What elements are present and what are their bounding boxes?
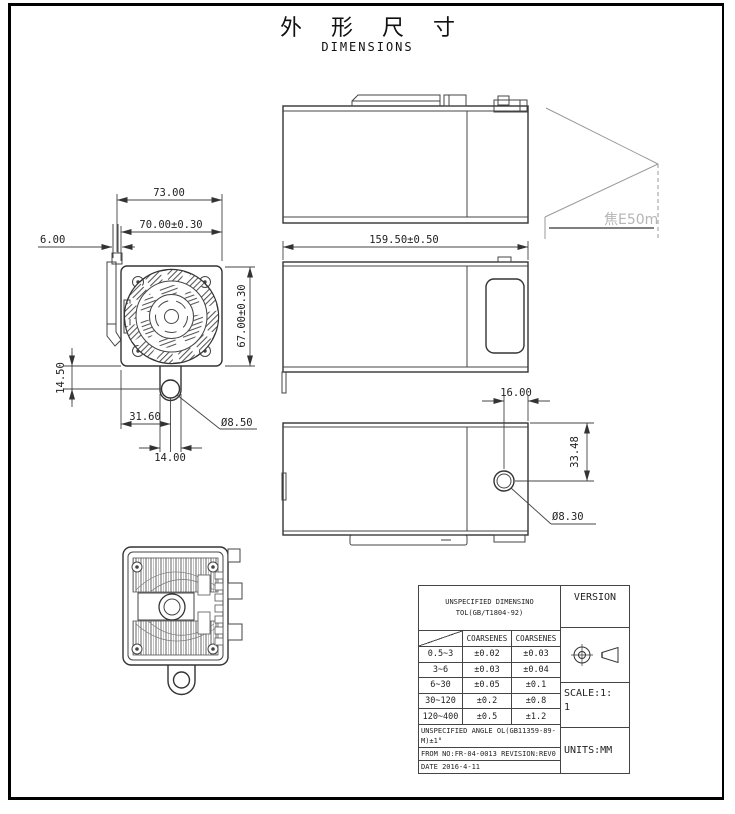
dim-front-hole-dia-label: Ø8.50 (221, 417, 253, 429)
cone-symbol-icon (600, 646, 618, 664)
tolerance-table-right: VERSION SCALE:1:1 UNITS:MM (561, 586, 629, 773)
dim-bottom-hole-dia-label: Ø8.30 (552, 511, 584, 523)
rear-tab (167, 665, 196, 696)
range-cell: 3~6 (419, 662, 463, 678)
front-clip (111, 252, 123, 265)
top-rail (351, 94, 441, 106)
tol-cell: ±0.2 (463, 693, 512, 709)
dim-bottom-hole-x-label: 16.00 (500, 387, 532, 399)
units-label: UNITS:MM (564, 745, 613, 756)
tol-cell: ±0.8 (525, 696, 547, 707)
terminal-block (197, 571, 224, 646)
dim-front-hole-offset-x: 31.60 (120, 370, 171, 452)
tol-cell: ±0.05 (463, 678, 512, 693)
dim-front-outer-width: 73.00 (116, 187, 223, 261)
column-header-coarse-1: COARSENES (463, 631, 512, 646)
version-label: VERSION (561, 586, 629, 628)
bottom-vent (132, 620, 219, 656)
range-cell: 30~120 (419, 693, 463, 709)
tol-cell: ±0.03 (523, 649, 549, 660)
dim-side-length-label: 159.50±0.50 (369, 234, 439, 246)
tol-cell: ±1.2 (525, 711, 547, 722)
dim-front-hole-dia: Ø8.50 (176, 394, 257, 430)
projection-symbols (561, 628, 629, 683)
tolerance-row: 6~30 ±0.05 ±0.1 (419, 678, 560, 694)
front-view (106, 224, 223, 402)
bottom-view (281, 422, 529, 546)
side-view (281, 256, 529, 394)
tolerance-column-headers: COARSENES COARSENES (419, 631, 560, 647)
page-border (8, 3, 724, 800)
projection-arrow-watermark: 焦E50m (544, 107, 659, 241)
tol-cell: ±0.1 (525, 680, 547, 691)
dim-front-clip-offset-label: 6.00 (40, 234, 65, 246)
dim-front-tab-width: 14.00 (139, 394, 202, 464)
diagonal-cell (419, 631, 463, 646)
dim-bottom-hole-y: 33.48 (515, 422, 594, 482)
angle-tolerance-note: UNSPECIFIED ANGLE OL(GB11359-89-M)±1° (419, 725, 560, 748)
dim-front-tab-drop: 14.50 (55, 348, 161, 407)
dim-front-height-label: 67.00±0.30 (236, 284, 248, 347)
dim-bottom-hole-x: 16.00 (482, 387, 550, 469)
dim-bottom-hole-y-label: 33.48 (569, 436, 581, 468)
tol-cell: ±0.03 (463, 662, 512, 678)
dim-bottom-hole-dia: Ø8.30 (510, 487, 596, 525)
rear-tab-hole (172, 671, 191, 689)
top-view (282, 94, 529, 224)
rear-view (122, 546, 243, 696)
rear-lens (158, 593, 186, 621)
column-header-coarse-2: COARSENES (515, 634, 557, 643)
range-cell: 6~30 (419, 678, 463, 693)
tolerance-row: 120~400 ±0.5 ±1.2 (419, 709, 560, 725)
tolerance-table: UNSPECIFIED DIMENSINO TOL(GB/T1804-92) C… (418, 585, 630, 774)
top-clip (493, 99, 528, 113)
tol-cell: ±0.02 (463, 647, 512, 662)
bottom-rail (349, 534, 468, 546)
watermark-text: 焦E50m (604, 212, 658, 228)
dim-front-height: 67.00±0.30 (225, 266, 255, 367)
first-angle-projection-icon (570, 644, 593, 666)
range-cell: 0.5~3 (419, 647, 463, 662)
dim-front-tab-width-label: 14.00 (154, 452, 186, 464)
bottom-hole (493, 470, 515, 492)
tolerance-table-left: UNSPECIFIED DIMENSINO TOL(GB/T1804-92) C… (419, 586, 561, 773)
fan-grille (123, 268, 220, 365)
tol-cell: ±0.5 (463, 709, 512, 724)
rear-screws (131, 561, 219, 655)
dim-side-length: 159.50±0.50 (282, 234, 529, 260)
tolerance-header: UNSPECIFIED DIMENSINO TOL(GB/T1804-92) (419, 586, 560, 631)
page-title: 外 形 尺 寸 (280, 16, 466, 41)
date-field: DATE 2016-4-11 (421, 762, 481, 771)
page-subtitle: DIMENSIONS (321, 40, 414, 54)
tol-cell: ±0.04 (523, 664, 549, 675)
form-number: FROM NO:FR-04-0013 REVISION:REV0 (419, 748, 560, 761)
tolerance-row: 30~120 ±0.2 ±0.8 (419, 693, 560, 710)
side-window (485, 278, 525, 354)
dim-front-tab-drop-label: 14.50 (55, 362, 67, 394)
tolerance-row: 0.5~3 ±0.02 ±0.03 (419, 647, 560, 663)
dim-front-hole-offset-x-label: 31.60 (129, 411, 161, 423)
scale-label: SCALE:1:1 (561, 683, 629, 728)
rear-side-clips (227, 548, 243, 641)
dim-front-clip-offset: 6.00 (38, 234, 135, 250)
range-cell: 120~400 (419, 709, 463, 724)
front-plate (120, 265, 223, 367)
tolerance-row: 3~6 ±0.03 ±0.04 (419, 662, 560, 679)
dim-front-outer-width-label: 73.00 (153, 187, 185, 199)
dim-front-width-label: 70.00±0.30 (139, 219, 202, 231)
dim-front-width: 70.00±0.30 (120, 219, 222, 261)
